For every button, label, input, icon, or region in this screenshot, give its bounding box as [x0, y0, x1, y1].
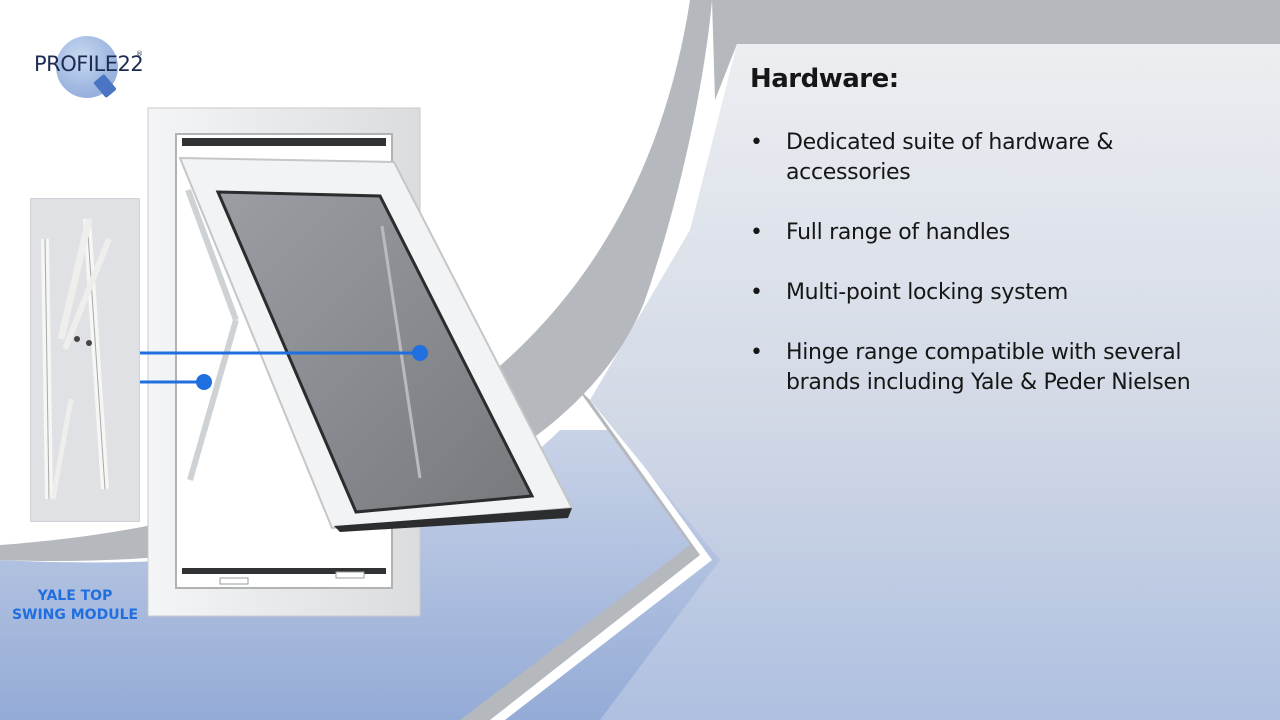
caption-line-2: SWING MODULE — [11, 607, 139, 623]
list-item-line-1: Multi-point locking system — [786, 280, 1068, 305]
list-item-line-1: Dedicated suite of hardware & — [786, 130, 1114, 155]
gray-arc-band — [0, 0, 712, 562]
profile22-logo: PROFILE22 ® — [34, 36, 144, 100]
callout-dot-lower — [196, 374, 212, 390]
list-item: • Dedicated suite of hardware & accessor… — [750, 128, 1260, 188]
top-gray-band — [690, 0, 1280, 100]
bullet-icon: • — [750, 130, 763, 155]
list-item-line-1: Hinge range compatible with several — [786, 340, 1182, 365]
caption-line-1: YALE TOP — [37, 588, 113, 604]
content-panel — [590, 44, 1280, 720]
list-item: • Multi-point locking system — [750, 278, 1260, 308]
bullet-icon: • — [750, 220, 763, 245]
logo-registered-mark: ® — [136, 50, 143, 58]
bullet-icon: • — [750, 280, 763, 305]
logo-text: PROFILE22 — [34, 52, 144, 76]
panel-heading: Hardware: — [750, 64, 899, 94]
list-item: • Hinge range compatible with several br… — [750, 338, 1260, 398]
list-item-line-2: brands including Yale & Peder Nielsen — [786, 370, 1191, 395]
list-item: • Full range of handles — [750, 218, 1260, 248]
feature-list: • Dedicated suite of hardware & accessor… — [750, 128, 1260, 428]
hinge-caption: YALE TOP SWING MODULE — [8, 587, 142, 625]
list-item-line-2: accessories — [786, 160, 911, 185]
callout-dot-upper — [412, 345, 428, 361]
hinge-photo — [30, 198, 140, 522]
hinge-drawing — [31, 199, 139, 521]
bullet-icon: • — [750, 340, 763, 365]
list-item-line-1: Full range of handles — [786, 220, 1010, 245]
